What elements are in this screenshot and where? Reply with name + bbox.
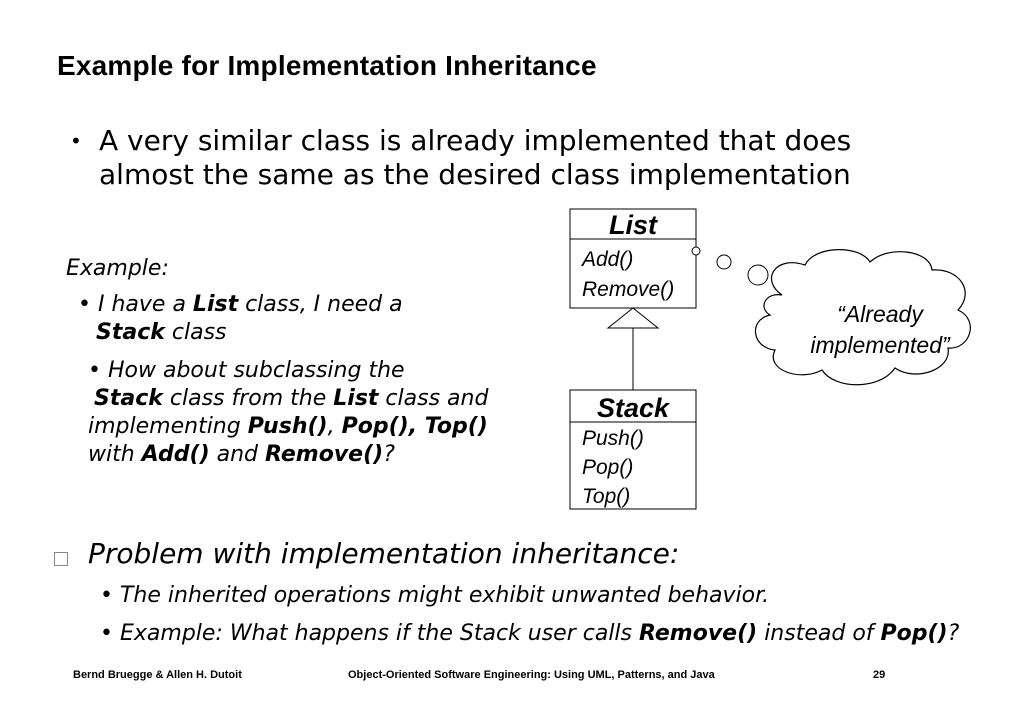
stack-operation: Pop()	[582, 456, 634, 479]
text-run: class and implementing	[88, 386, 489, 439]
text-run: and	[209, 442, 266, 467]
operation-name: Remove()	[265, 442, 384, 467]
uml-diagram	[569, 208, 971, 510]
stack-class-name: Stack	[596, 393, 670, 423]
operation-name: Pop()	[880, 621, 948, 646]
footer-authors: Bernd Bruegge & Allen H. Dutoit	[73, 669, 242, 681]
stack-class-box	[569, 389, 697, 510]
sub-bullet-2: • How about subclassing the Stack class …	[88, 357, 528, 469]
sub-bullet-4: • Example: What happens if the Stack use…	[100, 620, 1010, 648]
text-run: class, I need a	[238, 292, 403, 317]
list-operation: Add()	[582, 248, 634, 271]
list-class-name: List	[608, 210, 657, 240]
class-name: Stack	[96, 320, 165, 345]
stack-operation: Push()	[582, 427, 644, 450]
slide-title: Example for Implementation Inheritance	[57, 50, 597, 81]
stack-operation: Top()	[582, 485, 631, 508]
bullet-dot-icon: •	[100, 621, 113, 646]
thought-bubbles	[691, 246, 769, 286]
text-run: Example: What happens if the Stack user …	[119, 621, 640, 646]
text-run: ?	[947, 621, 960, 646]
operation-name: Pop(), Top()	[341, 414, 488, 439]
bullet-dot-icon: •	[100, 583, 113, 608]
sub-bullet-3: • The inherited operations might exhibit…	[100, 582, 769, 610]
text-run: The inherited operations might exhibit u…	[119, 583, 770, 608]
bullet-dot-icon: •	[88, 358, 101, 383]
operation-name: Remove()	[639, 621, 758, 646]
operation-name: Add()	[141, 442, 210, 467]
bullet-dot-icon: •	[78, 292, 91, 317]
footer-page-number: 29	[873, 669, 886, 681]
example-label: Example:	[66, 256, 169, 281]
inheritance-arrow	[606, 307, 660, 390]
list-class-box	[569, 208, 697, 309]
list-operation: Remove()	[582, 278, 675, 301]
class-name: List	[192, 292, 239, 317]
text-run: ?	[383, 442, 395, 467]
footer-course: Object-Oriented Software Engineering: Us…	[348, 669, 715, 681]
sub-bullet-1: • I have a List class, I need a Stack cl…	[78, 291, 508, 347]
text-run: How about subclassing the	[107, 358, 405, 383]
text-run: with	[88, 442, 142, 467]
text-run: I have a	[97, 292, 193, 317]
text-run: class from the	[162, 386, 334, 411]
class-name: Stack	[94, 386, 163, 411]
square-bullet-icon	[54, 552, 68, 566]
operation-name: Push()	[247, 414, 328, 439]
bullet-main-2: Problem with implementation inheritance:	[88, 537, 680, 570]
thought-cloud-text: “Already implemented”	[810, 301, 950, 358]
thought-cloud	[754, 249, 971, 386]
bullet-dot-icon: •	[70, 129, 82, 153]
text-run: class	[164, 320, 227, 345]
bullet-text: A very similar class is already implemen…	[99, 124, 852, 191]
text-run: instead of	[757, 621, 881, 646]
text-run: ,	[327, 414, 342, 439]
class-name: List	[333, 386, 379, 411]
